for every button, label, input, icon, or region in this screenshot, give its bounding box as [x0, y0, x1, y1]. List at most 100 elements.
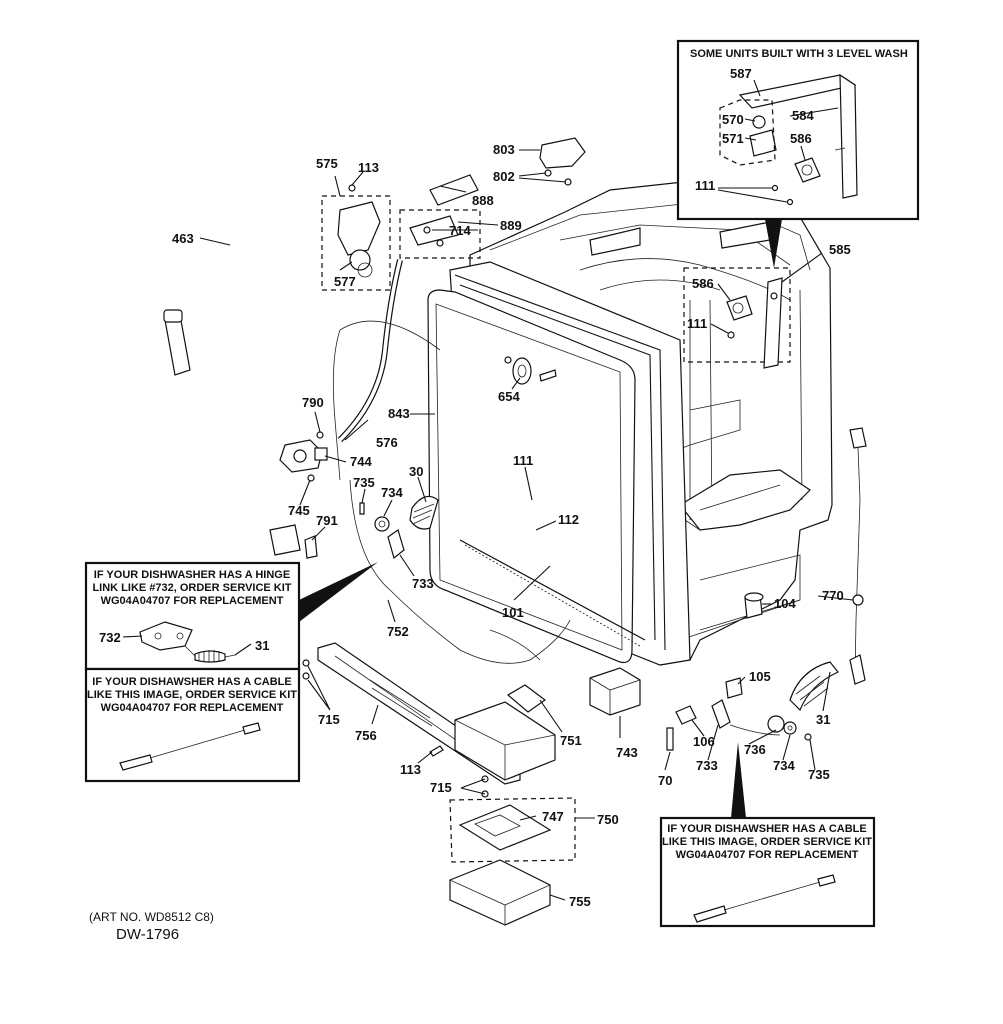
label-585: 585 [829, 242, 851, 257]
hinge-assembly-right [666, 661, 839, 751]
cable-left-line-2: LIKE THIS IMAGE, ORDER SERVICE KIT [87, 689, 297, 701]
label-888: 888 [472, 193, 494, 208]
hinge-kit-line-1: IF YOUR DISHWASHER HAS A HINGE [94, 569, 290, 581]
cable-right-line-3: WG04A04707 FOR REPLACEMENT [676, 849, 859, 861]
label-732: 732 [99, 630, 121, 645]
label-587: 587 [730, 66, 752, 81]
drawing-id: DW-1796 [116, 926, 179, 943]
leader-lines [122, 79, 854, 901]
vent-654 [504, 356, 557, 385]
label-734-left: 734 [381, 485, 403, 500]
screw-735-left [359, 502, 365, 515]
label-30: 30 [409, 464, 423, 479]
module-743 [589, 667, 641, 716]
label-734-right: 734 [773, 758, 795, 773]
label-571: 571 [722, 131, 744, 146]
cable-right-line-1: IF YOUR DISHAWSHER HAS A CABLE [667, 823, 866, 835]
label-735-right: 735 [808, 767, 830, 782]
spring-30 [409, 495, 439, 530]
label-584: 584 [792, 108, 814, 123]
seal-strip-101 [459, 539, 646, 641]
bracket-888-889 [399, 174, 481, 259]
label-715-bottom: 715 [430, 780, 452, 795]
hinge-kit-line-3: WG04A04707 FOR REPLACEMENT [101, 595, 284, 607]
label-843: 843 [388, 406, 410, 421]
callout-dashed-group [719, 99, 776, 166]
label-654: 654 [498, 389, 520, 404]
label-576: 576 [376, 435, 398, 450]
art-number: (ART NO. WD8512 C8) [89, 910, 214, 924]
label-113-bottom: 113 [400, 762, 421, 777]
label-31-box: 31 [255, 638, 269, 653]
label-770: 770 [822, 588, 844, 603]
control-module-751 [454, 701, 556, 781]
label-586-mid: 586 [692, 276, 714, 291]
label-586-upper: 586 [790, 131, 812, 146]
label-750: 750 [597, 812, 619, 827]
upper-wash-manifold-587 [738, 73, 858, 206]
callout-box-hinge-kit [84, 561, 301, 671]
label-570: 570 [722, 112, 744, 127]
label-577: 577 [334, 274, 356, 289]
label-755: 755 [569, 894, 591, 909]
screw-745 [307, 474, 315, 482]
cable-right-line-2: LIKE THIS IMAGE, ORDER SERVICE KIT [662, 836, 872, 848]
part-number-labels: 587 570 584 571 586 111 803 802 888 889 … [99, 66, 851, 909]
label-744: 744 [350, 454, 372, 469]
label-715-left: 715 [318, 712, 340, 727]
label-802: 802 [493, 169, 515, 184]
screw-715-b [302, 672, 310, 680]
fill-hose-576 [337, 259, 403, 443]
cable-left-line-1: IF YOUR DISHAWSHER HAS A CABLE [92, 676, 291, 688]
pointer-right [731, 742, 746, 818]
drain-hose-463 [163, 196, 324, 556]
screw-113-bottom [429, 745, 444, 757]
wash-arm-group-585 [683, 267, 791, 369]
pointer-left [299, 562, 378, 622]
cable-left-line-3: WG04A04707 FOR REPLACEMENT [101, 702, 284, 714]
callout-box-3-level-wash [676, 39, 920, 221]
cable-illustration-right [693, 874, 836, 923]
label-733-right: 733 [696, 758, 718, 773]
label-803: 803 [493, 142, 515, 157]
label-70: 70 [658, 773, 672, 788]
pointer-top-right [765, 219, 782, 268]
clip-791 [304, 535, 318, 559]
board-cover-755 [449, 859, 551, 926]
label-747: 747 [542, 809, 564, 824]
label-463: 463 [172, 231, 194, 246]
label-101: 101 [502, 605, 524, 620]
wire-harness-upper [332, 329, 341, 481]
screw-790 [316, 431, 324, 439]
label-790: 790 [302, 395, 324, 410]
cable-illustration-left [119, 722, 261, 771]
turbidity-assembly-575 [321, 184, 391, 291]
pulley-734-left [374, 516, 390, 532]
label-104: 104 [774, 596, 796, 611]
callout-title-3-level-wash: SOME UNITS BUILT WITH 3 LEVEL WASH [690, 48, 908, 60]
label-106: 106 [693, 734, 715, 749]
door-gasket-843 [427, 289, 636, 664]
harness-connector-751 [506, 684, 547, 713]
label-735-left: 735 [353, 475, 375, 490]
control-board-750 [449, 797, 576, 863]
label-113-top: 113 [358, 160, 379, 175]
callout-box-cable-right [659, 816, 876, 928]
hinge-link-732-illustration [139, 621, 236, 663]
label-733-left: 733 [412, 576, 434, 591]
label-111-upper: 111 [695, 178, 715, 193]
label-112: 112 [558, 512, 579, 527]
door-switch-803 [539, 137, 586, 186]
hinge-733-left [387, 529, 405, 560]
label-736: 736 [744, 742, 766, 757]
label-756: 756 [355, 728, 377, 743]
screw-715-a [302, 659, 310, 667]
label-743: 743 [616, 745, 638, 760]
power-cord-770 [849, 427, 867, 685]
label-714: 714 [449, 223, 471, 238]
label-751: 751 [560, 733, 582, 748]
label-752: 752 [387, 624, 409, 639]
hinge-kit-line-2: LINK LIKE #732, ORDER SERVICE KIT [92, 582, 291, 594]
